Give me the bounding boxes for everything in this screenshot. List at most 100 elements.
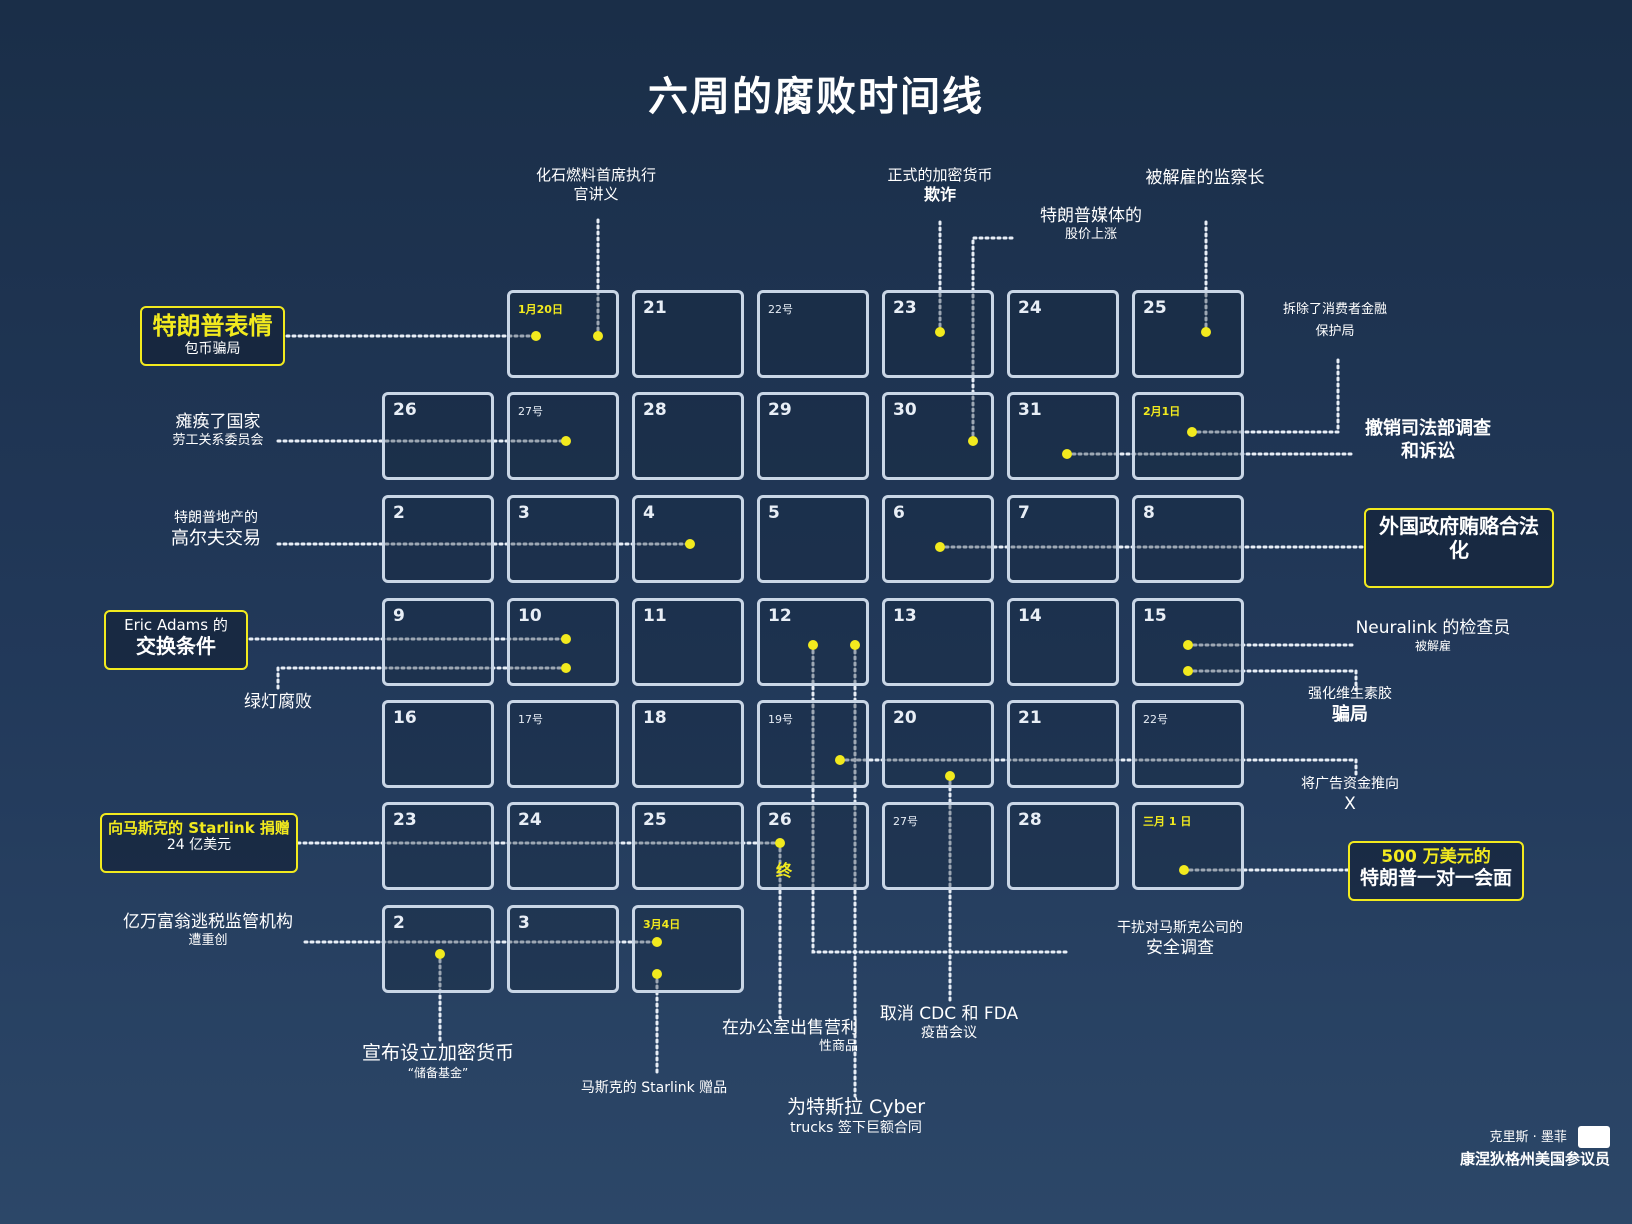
doj-label: 撤销司法部调查 和诉讼 <box>1350 418 1506 463</box>
day-number: 15 <box>1143 606 1167 626</box>
day-number: 12 <box>768 606 792 626</box>
calendar-day: 29 <box>757 392 869 480</box>
event-dot <box>850 640 860 650</box>
senator-name: 克里斯 · 墨菲 <box>1489 1130 1567 1145</box>
calendar-day: 28 <box>632 392 744 480</box>
cfpb-line1: 拆除了消费者金融 <box>1282 302 1387 317</box>
ad-money-label: 将广告资金推向 X <box>1290 776 1410 815</box>
event-dot <box>652 937 662 947</box>
day-number: 8 <box>1143 503 1155 523</box>
neuralink-label: Neuralink 的检查员 被解雇 <box>1340 618 1526 654</box>
fcpa-title: 外国政府贿赂合法 <box>1379 514 1539 538</box>
day-number: 9 <box>393 606 405 626</box>
cfpb-label: 拆除了消费者金融 保护局 <box>1270 302 1400 341</box>
day-number: 19号 <box>768 713 793 726</box>
supplement-line2: 骗局 <box>1332 703 1368 725</box>
senator-role: 康涅狄格州美国参议员 <box>1459 1150 1610 1168</box>
calendar-day: 3 <box>507 495 619 583</box>
day-number: 13 <box>893 606 917 626</box>
event-dot <box>1183 640 1193 650</box>
calendar-day: 21 <box>632 290 744 378</box>
connector-line <box>811 643 1068 954</box>
event-dot <box>1187 427 1197 437</box>
calendar-day: 6 <box>882 495 994 583</box>
starlink-line1: 马斯克的 Starlink 赠品 <box>580 1080 728 1096</box>
flag-icon <box>1578 1125 1610 1148</box>
event-dot <box>561 634 571 644</box>
event-dot <box>835 755 845 765</box>
calendar-day: 30 <box>882 392 994 480</box>
calendar-day: 3 <box>507 905 619 993</box>
greenlight-line1: 绿灯腐败 <box>244 692 312 712</box>
calendar-day: 3月4日 <box>632 905 744 993</box>
cybertruck-line2: trucks 签下巨额合同 <box>790 1119 922 1136</box>
day-number: 18 <box>643 708 667 728</box>
day-number: 25 <box>643 810 667 830</box>
event-dot <box>561 436 571 446</box>
event-dot <box>1179 865 1189 875</box>
calendar-day: 13 <box>882 598 994 686</box>
supplement-line1: 强化维生素胶 <box>1308 686 1392 702</box>
calendar-day: 2 <box>382 495 494 583</box>
calendar-day: 22号 <box>1132 700 1244 788</box>
day-number: 22号 <box>1143 713 1168 726</box>
calendar-day: 21 <box>1007 700 1119 788</box>
page-title: 六周的腐败时间线 <box>648 74 984 120</box>
day-number: 23 <box>393 810 417 830</box>
inspectors-line1: 被解雇的监察长 <box>1145 168 1265 188</box>
starlink-gift-title: 向马斯克的 Starlink 捐赠 <box>108 819 290 837</box>
golf-line2: 高尔夫交易 <box>171 527 261 549</box>
crypto-scam-line1: 正式的加密货币 <box>887 166 993 184</box>
golf-label: 特朗普地产的 高尔夫交易 <box>158 510 274 550</box>
calendar-day: 22号 <box>757 290 869 378</box>
neuralink-line2: 被解雇 <box>1414 639 1451 654</box>
day-number: 26 <box>768 810 792 830</box>
calendar-day: 17号 <box>507 700 619 788</box>
day-number: 5 <box>768 503 780 523</box>
fcpa-box: 外国政府贿赂合法 化 <box>1364 508 1554 588</box>
media-stock-line2: 股价上涨 <box>1064 227 1117 243</box>
neuralink-line1: Neuralink 的检查员 <box>1355 618 1511 638</box>
day-number: 28 <box>643 400 667 420</box>
calendar-day: 24 <box>1007 290 1119 378</box>
calendar-day: 16 <box>382 700 494 788</box>
irs-line1: 亿万富翁逃税监管机构 <box>123 912 293 932</box>
event-dot <box>561 663 571 673</box>
day-number: 6 <box>893 503 905 523</box>
day-number: 10 <box>518 606 542 626</box>
supplement-label: 强化维生素胶 骗局 <box>1290 686 1410 726</box>
vaccine-label: 取消 CDC 和 FDA 疫苗会议 <box>870 1004 1028 1043</box>
tesla-sale-line1: 在办公室出售营利 <box>722 1018 858 1038</box>
ad-money-line1: 将广告资金推向 <box>1301 776 1399 792</box>
doj-line2: 和诉讼 <box>1401 440 1455 462</box>
day-number: 22号 <box>768 303 793 316</box>
day-number: 3 <box>518 503 530 523</box>
day-number: 21 <box>643 298 667 318</box>
dinner-sub: 特朗普一对一会面 <box>1359 867 1512 890</box>
day-number: 24 <box>1018 298 1042 318</box>
event-dot <box>1201 327 1211 337</box>
footer: 克里斯 · 墨菲 康涅狄格州美国参议员 <box>1460 1124 1610 1171</box>
irs-label: 亿万富翁逃税监管机构 遭重创 <box>110 912 306 950</box>
calendar-day: 26 <box>382 392 494 480</box>
media-stock-line1: 特朗普媒体的 <box>1040 206 1142 226</box>
day-number: 23 <box>893 298 917 318</box>
starlink-gift-sub: 24 亿美元 <box>166 837 232 853</box>
event-dot <box>435 949 445 959</box>
event-dot <box>652 969 662 979</box>
fossil-ceo-line1: 化石燃料首席执行 <box>535 166 656 184</box>
musk-safety-line1: 干扰对马斯克公司的 <box>1117 920 1243 936</box>
crypto-scam-line2: 欺诈 <box>923 184 956 204</box>
ad-money-line2: X <box>1344 793 1356 814</box>
adams-box: Eric Adams 的 交换条件 <box>104 610 248 670</box>
calendar-day: 25 <box>632 802 744 890</box>
event-dot <box>945 771 955 781</box>
day-number: 2 <box>393 913 405 933</box>
calendar-day: 11 <box>632 598 744 686</box>
reserve-label: 宣布设立加密货币 “储备基金” <box>354 1042 522 1081</box>
dinner-box: 500 万美元的 特朗普一对一会面 <box>1348 841 1524 901</box>
day-number: 21 <box>1018 708 1042 728</box>
event-dot <box>808 640 818 650</box>
day-number: 14 <box>1018 606 1042 626</box>
media-stock-label: 特朗普媒体的 股价上涨 <box>1030 206 1152 244</box>
